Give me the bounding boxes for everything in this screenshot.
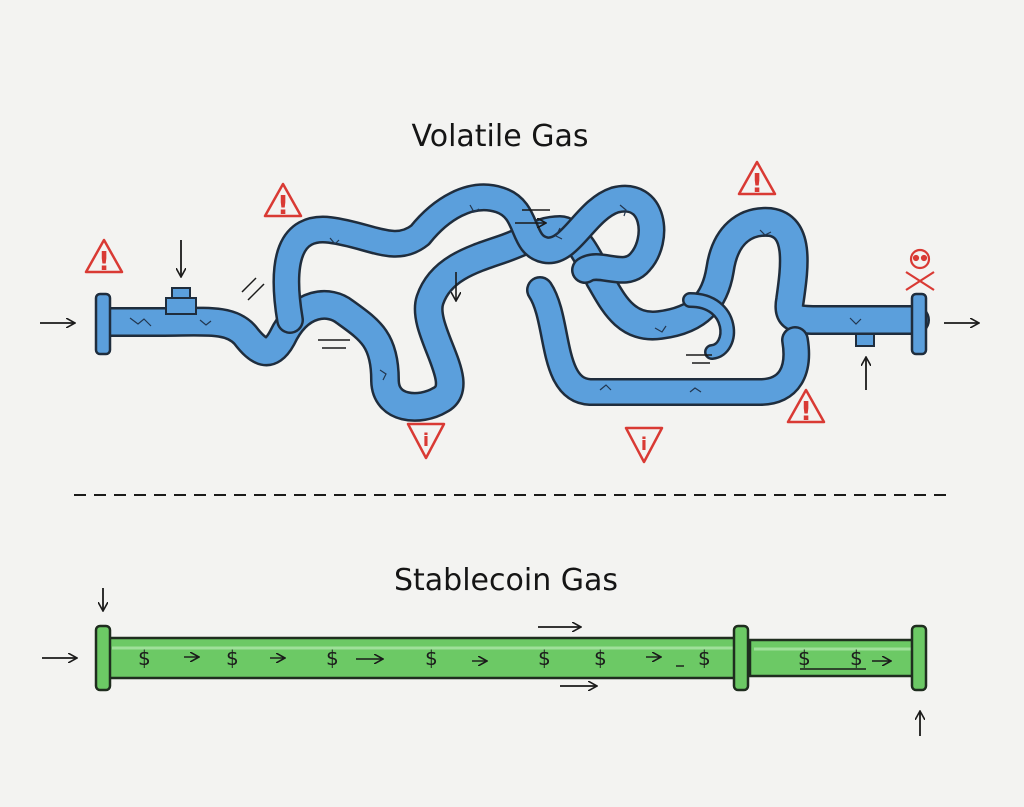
stable-pipe-segment-1 [106, 636, 742, 680]
svg-text:i: i [423, 430, 429, 451]
dollar-symbol: $ [425, 646, 438, 670]
dollar-symbol: $ [538, 646, 551, 670]
stable-pipe-segment-2 [748, 638, 918, 678]
warning-triangle-icon: ! [737, 160, 777, 199]
volatile-pipeline: ! ! ! ! i i [40, 160, 978, 464]
svg-text:!: ! [800, 397, 812, 427]
dollar-symbol: $ [326, 646, 339, 670]
lower-loop-body [528, 278, 808, 404]
svg-text:!: ! [277, 191, 289, 221]
in-pipe-flow-arrows [184, 657, 890, 670]
dollar-symbol: $ [594, 646, 607, 670]
svg-text:!: ! [98, 247, 110, 277]
gauge-icon [855, 333, 875, 347]
volatile-inlet-flange [94, 292, 112, 356]
tangled-pipe-body [97, 209, 928, 420]
volatile-gas-title: Volatile Gas [412, 119, 589, 154]
stablecoin-gas-title: Stablecoin Gas [394, 563, 618, 598]
svg-text:i: i [641, 434, 647, 455]
valve-icon [165, 287, 197, 315]
hook-branch-body [684, 294, 733, 358]
warning-triangle-icon: ! [84, 238, 124, 277]
volatile-outlet-flange [910, 292, 928, 356]
warning-triangle-icon: ! [263, 182, 303, 221]
dollar-symbol: $ [850, 646, 863, 670]
svg-text:!: ! [751, 169, 763, 199]
dollar-symbol: $ [798, 646, 811, 670]
stable-inlet-flange [94, 624, 112, 692]
dollar-symbol: $ [698, 646, 711, 670]
stablecoin-pipeline: $ $ $ $ $ $ $ $ $ [42, 588, 928, 736]
motion-lines [241, 209, 712, 364]
stable-outlet-flange [910, 624, 928, 692]
dollar-symbol: $ [226, 646, 239, 670]
stable-middle-flange [732, 624, 750, 692]
skull-crossbones-icon [905, 248, 935, 291]
warning-triangle-inverted-icon: i [406, 422, 446, 460]
warning-triangle-inverted-icon: i [624, 426, 664, 464]
warning-triangle-icon: ! [786, 388, 826, 427]
dollar-symbol: $ [138, 646, 151, 670]
pipe-cracks [129, 204, 862, 393]
